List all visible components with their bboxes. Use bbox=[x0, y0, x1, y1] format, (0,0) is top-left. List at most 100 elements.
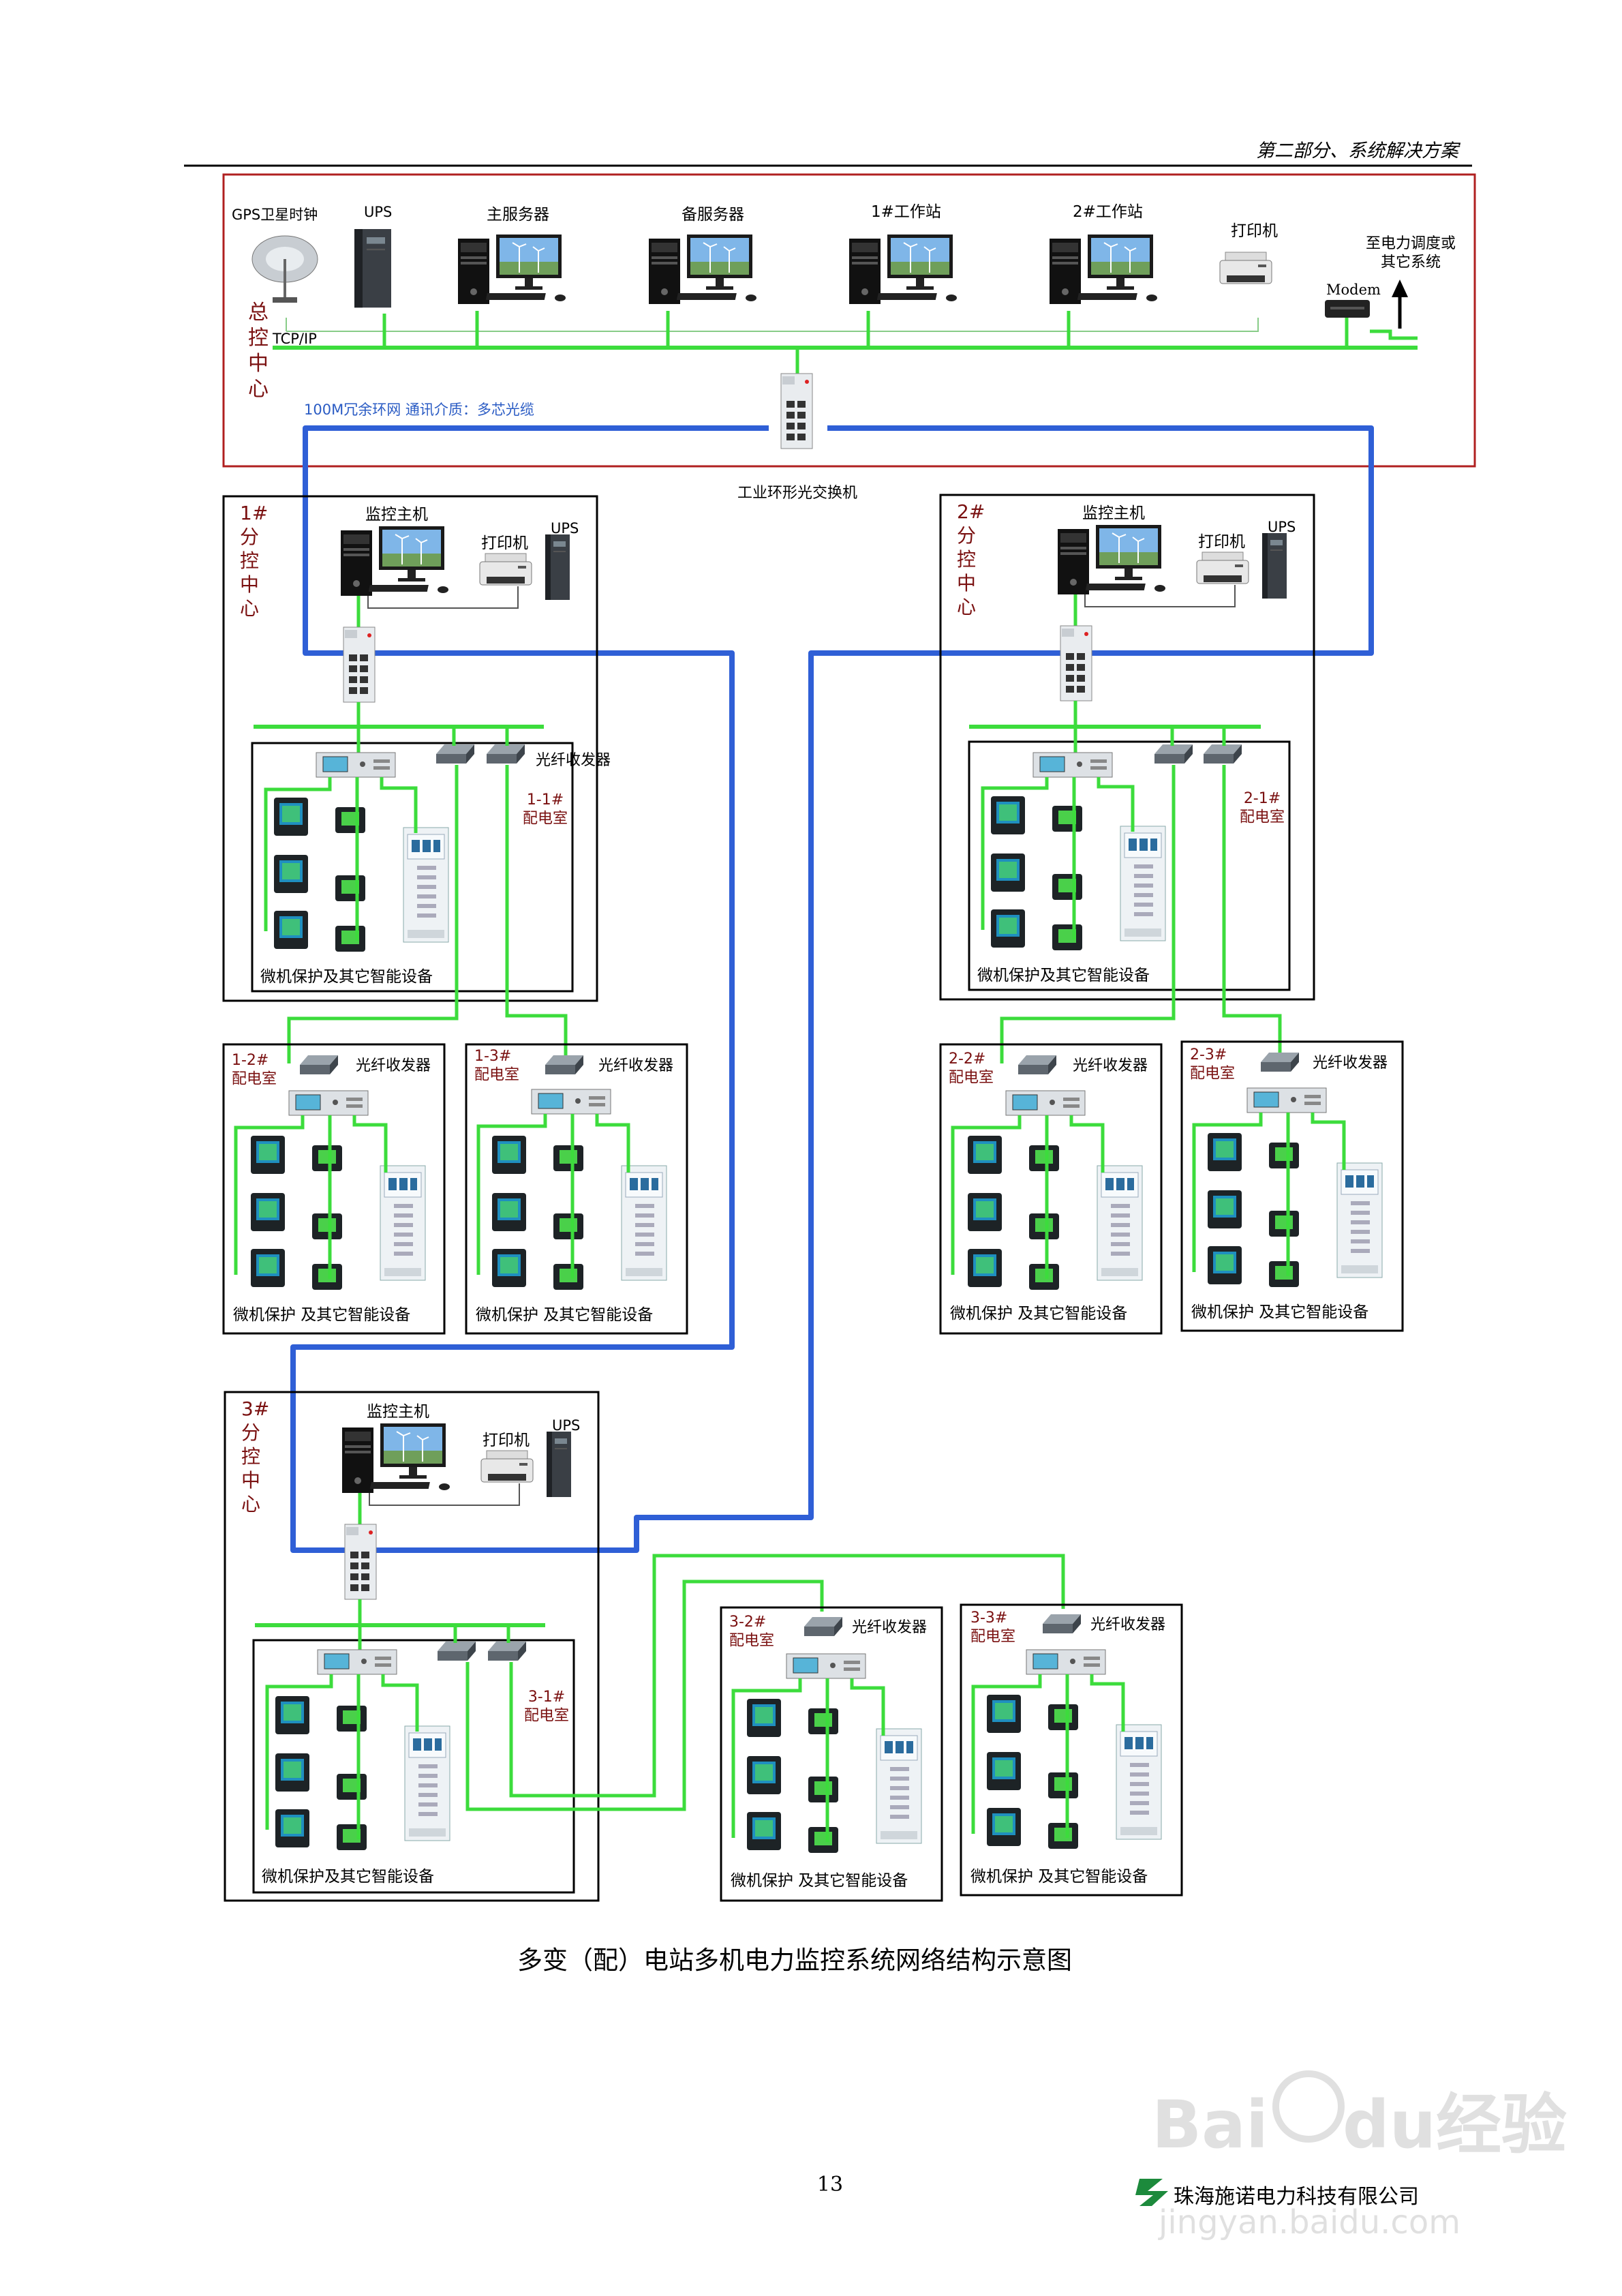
modem-icon bbox=[1325, 300, 1370, 318]
sub-2-monitor-unit bbox=[1032, 752, 1113, 778]
sub-3-ups-label: UPS bbox=[552, 1417, 580, 1434]
room-2-1-devices-label: 微机保护及其它智能设备 bbox=[977, 967, 1150, 984]
up-arrow-icon bbox=[1392, 280, 1408, 297]
sub-center-3-frame bbox=[224, 1391, 600, 1902]
room-1-1-devices-label: 微机保护及其它智能设备 bbox=[260, 968, 433, 986]
sub-center-1-frame bbox=[222, 495, 598, 1002]
figure-caption: 多变（配）电站多机电力监控系统网络结构示意图 bbox=[517, 1946, 1072, 1975]
room-1-2-transceiver bbox=[300, 1055, 338, 1074]
room-2-2-transceiver-label: 光纤收发器 bbox=[1073, 1057, 1148, 1074]
watermark: Bai du经验 jingyan.baidu.com bbox=[1152, 2070, 1567, 2241]
workstation-2-label: 2#工作站 bbox=[1073, 203, 1143, 221]
room-3-3-transceiver bbox=[1043, 1614, 1081, 1633]
ring-switch-icon bbox=[780, 373, 813, 449]
room-3-2-frame bbox=[720, 1606, 943, 1902]
sub-3-switch-icon bbox=[344, 1524, 377, 1600]
sub-1-transceiver-label: 光纤收发器 bbox=[536, 752, 611, 769]
sub-2-host-label: 监控主机 bbox=[1082, 504, 1145, 522]
sub-2-printer-label: 打印机 bbox=[1198, 533, 1245, 551]
workstation-2-icon bbox=[1049, 234, 1158, 305]
room-3-1-devices-label: 微机保护及其它智能设备 bbox=[262, 1868, 434, 1886]
room-3-3-monitor-unit bbox=[1026, 1649, 1106, 1675]
sub-1-transceiver-b bbox=[487, 744, 525, 764]
svg-text:jingyan.baidu.com: jingyan.baidu.com bbox=[1158, 2203, 1460, 2241]
room-1-3-transceiver bbox=[545, 1055, 583, 1074]
sub-1-monitor-unit bbox=[316, 752, 396, 778]
sub-center-1-label: 1#分控中心 bbox=[240, 502, 268, 620]
room-1-2-frame bbox=[222, 1043, 446, 1335]
room-3-2-devices-label: 微机保护 及其它智能设备 bbox=[731, 1872, 908, 1890]
room-2-1-label: 2-1#配电室 bbox=[1240, 790, 1285, 826]
svg-text:Bai: Bai bbox=[1152, 2087, 1268, 2163]
room-2-3-devices-label: 微机保护 及其它智能设备 bbox=[1191, 1303, 1368, 1321]
room-2-3-transceiver-label: 光纤收发器 bbox=[1313, 1055, 1388, 1072]
ring-switch-label: 工业环形光交换机 bbox=[737, 485, 857, 502]
room-2-1-frame bbox=[968, 740, 1291, 991]
sub-1-printer-label: 打印机 bbox=[481, 534, 528, 552]
ups-label: UPS bbox=[364, 204, 392, 220]
room-1-2-devices-label: 微机保护 及其它智能设备 bbox=[233, 1306, 410, 1324]
room-1-3-devices bbox=[492, 1136, 667, 1290]
to-dispatch-label: 至电力调度或其它系统 bbox=[1366, 235, 1456, 271]
main-server-icon bbox=[457, 234, 566, 305]
sub-1-transceiver-a bbox=[436, 744, 474, 764]
central-control-frame bbox=[222, 173, 1476, 468]
room-2-3-label: 2-3#配电室 bbox=[1190, 1046, 1235, 1083]
room-3-3-transceiver-label: 光纤收发器 bbox=[1090, 1616, 1165, 1633]
sub-2-switch-icon bbox=[1060, 625, 1092, 701]
room-1-3-transceiver-label: 光纤收发器 bbox=[598, 1057, 673, 1074]
sub-2-transceiver-b bbox=[1204, 744, 1242, 764]
sub-1-ups-label: UPS bbox=[551, 520, 579, 537]
room-1-2-label: 1-2#配电室 bbox=[232, 1052, 277, 1088]
room-2-3-frame bbox=[1180, 1040, 1404, 1332]
workstation-1-icon bbox=[848, 234, 958, 305]
room-2-3-transceiver bbox=[1261, 1053, 1299, 1072]
workstation-1-label: 1#工作站 bbox=[871, 203, 941, 221]
sub-center-2-label: 2#分控中心 bbox=[957, 500, 985, 618]
room-3-2-monitor-unit bbox=[786, 1653, 866, 1679]
footer-company: 珠海施诺电力科技有限公司 bbox=[1174, 2185, 1419, 2209]
room-3-2-transceiver-label: 光纤收发器 bbox=[852, 1619, 927, 1636]
sub-2-ups-label: UPS bbox=[1268, 519, 1296, 535]
room-2-2-label: 2-2#配电室 bbox=[949, 1051, 994, 1087]
company-logo-icon bbox=[1135, 2179, 1168, 2206]
page-number: 13 bbox=[817, 2173, 843, 2196]
room-3-1-frame bbox=[252, 1639, 575, 1894]
room-1-1-devices bbox=[274, 798, 448, 952]
room-3-3-devices-label: 微机保护 及其它智能设备 bbox=[970, 1868, 1148, 1886]
room-2-2-devices bbox=[968, 1136, 1142, 1290]
room-1-2-monitor-unit bbox=[288, 1090, 369, 1116]
room-2-3-devices bbox=[1208, 1133, 1382, 1287]
tcpip-label: TCP/IP bbox=[272, 331, 317, 347]
sub-3-printer-label: 打印机 bbox=[483, 1432, 530, 1449]
central-printer-label: 打印机 bbox=[1231, 222, 1278, 240]
room-3-3-devices bbox=[987, 1695, 1161, 1849]
room-3-3-label: 3-3#配电室 bbox=[970, 1610, 1015, 1646]
room-1-3-label: 1-3#配电室 bbox=[474, 1048, 519, 1084]
backup-server-icon bbox=[648, 234, 757, 305]
room-3-1-label: 3-1#配电室 bbox=[524, 1689, 569, 1725]
central-control-label: 总控中心 bbox=[248, 301, 269, 402]
room-2-2-transceiver bbox=[1018, 1055, 1056, 1074]
gps-label: GPS卫星时钟 bbox=[232, 207, 318, 223]
room-1-2-transceiver-label: 光纤收发器 bbox=[356, 1057, 431, 1074]
sub-3-host-label: 监控主机 bbox=[367, 1403, 429, 1421]
sub-3-transceiver-b bbox=[488, 1642, 526, 1661]
room-3-2-devices bbox=[747, 1699, 921, 1853]
sub-2-host-icon bbox=[1058, 525, 1287, 607]
sub-center-2-frame bbox=[939, 494, 1315, 1001]
backup-server-label: 备服务器 bbox=[682, 206, 744, 224]
room-2-2-monitor-unit bbox=[1005, 1090, 1086, 1116]
main-server-label: 主服务器 bbox=[487, 206, 549, 224]
sub-1-switch-icon bbox=[343, 626, 376, 703]
sub-2-transceiver-a bbox=[1154, 744, 1193, 764]
sub-1-host-icon bbox=[341, 526, 570, 608]
sub-center-3-label: 3#分控中心 bbox=[241, 1398, 269, 1515]
central-printer-icon bbox=[1219, 252, 1272, 284]
svg-text:du经验: du经验 bbox=[1343, 2087, 1567, 2163]
room-1-1-label: 1-1#配电室 bbox=[523, 791, 568, 828]
room-1-2-devices bbox=[251, 1136, 425, 1290]
sub-3-monitor-unit bbox=[317, 1649, 397, 1675]
sub-3-host-icon bbox=[342, 1423, 571, 1505]
